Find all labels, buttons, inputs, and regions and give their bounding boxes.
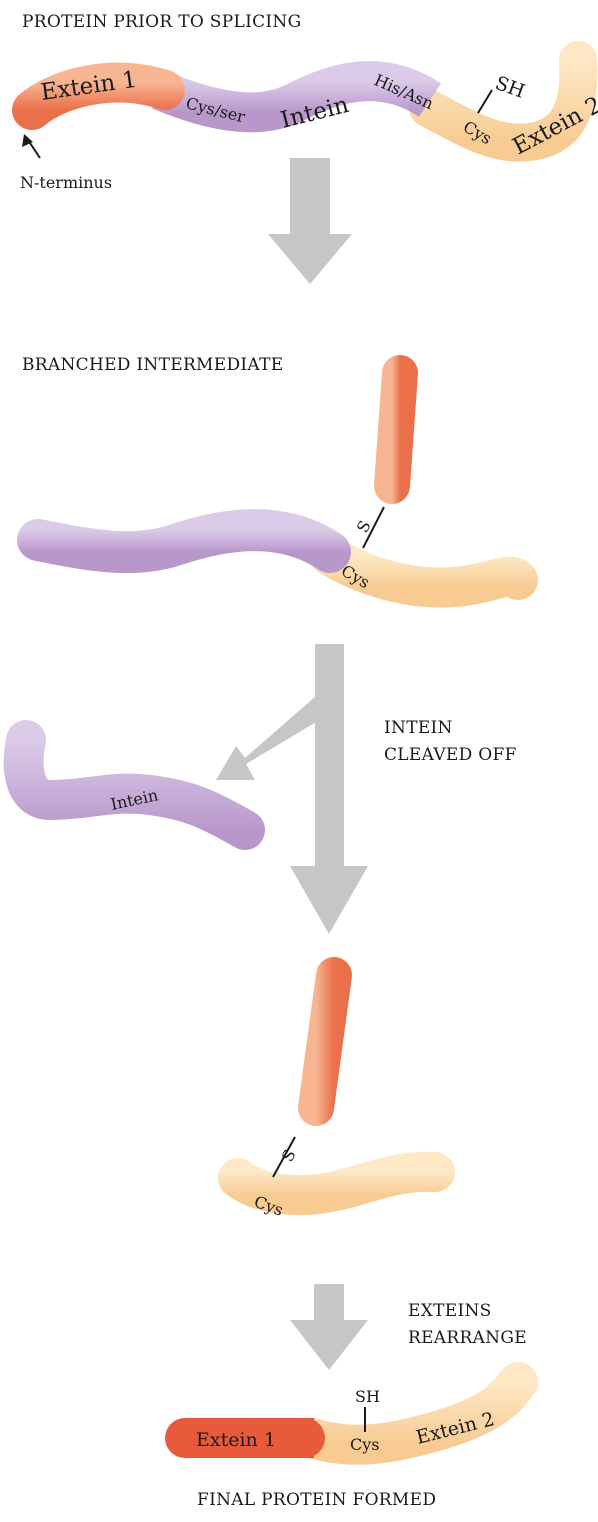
step3-label-line1: INTEIN bbox=[384, 718, 453, 738]
stage1-sh-label: SH bbox=[492, 72, 527, 103]
final-sh-label: SH bbox=[355, 1387, 380, 1406]
stage3-extein2-strand bbox=[238, 1172, 435, 1195]
step4-label-line1: EXTEINS bbox=[408, 1301, 492, 1321]
final-extein1-label: Extein 1 bbox=[196, 1429, 276, 1451]
cleaved-intein-strand bbox=[24, 740, 245, 830]
final-cys-label: Cys bbox=[350, 1435, 380, 1454]
stage2-intein-strand bbox=[38, 530, 330, 552]
step3-label-line2: CLEAVED OFF bbox=[384, 745, 517, 765]
final-junction bbox=[292, 1418, 314, 1458]
down-arrow-2 bbox=[290, 644, 368, 934]
step4-label-line2: REARRANGE bbox=[408, 1328, 527, 1348]
final-heading: FINAL PROTEIN FORMED bbox=[197, 1490, 436, 1510]
branch-arrow-intein-out bbox=[216, 696, 328, 780]
stage2-heading: BRANCHED INTERMEDIATE bbox=[22, 355, 283, 375]
stage3-extein1-strand bbox=[316, 975, 334, 1108]
down-arrow-3 bbox=[290, 1284, 368, 1370]
stage1-sh-bond bbox=[478, 90, 492, 113]
down-arrow-1 bbox=[268, 158, 352, 284]
stage1-heading: PROTEIN PRIOR TO SPLICING bbox=[22, 12, 301, 32]
stage2-extein1-strand bbox=[392, 373, 400, 486]
n-terminus-label: N-terminus bbox=[20, 173, 112, 192]
